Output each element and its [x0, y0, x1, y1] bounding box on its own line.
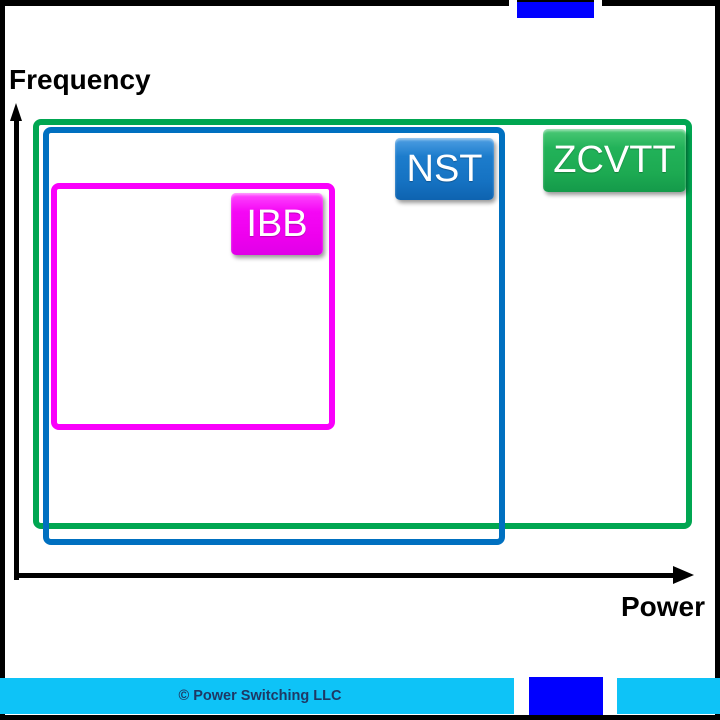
region-ibb-outline [51, 183, 335, 430]
footer-bar-gap-right [602, 678, 617, 714]
footer-accent-bar [529, 677, 603, 716]
x-axis-arrowhead-icon [673, 566, 694, 584]
tag-ibb: IBB [231, 193, 323, 255]
page-border-bottom [0, 715, 720, 720]
y-axis-arrowhead-icon [10, 103, 22, 121]
tag-zcvtt-label: ZCVTT [553, 139, 676, 181]
tag-nst: NST [395, 138, 494, 200]
region-zcvtt-outline [33, 119, 692, 529]
y-axis-line [14, 116, 19, 580]
tag-zcvtt: ZCVTT [543, 129, 686, 192]
power-axis-label: Power [620, 591, 705, 622]
footer-bar-gap-left [514, 678, 529, 714]
x-axis-line [14, 573, 674, 578]
top-accent-bar [517, 2, 594, 18]
frequency-axis-label: Frequency [9, 64, 151, 95]
footer-copyright: © Power Switching LLC [178, 688, 342, 704]
top-bar-gap-left [509, 0, 517, 6]
region-nst-outline [43, 127, 505, 545]
tag-nst-label: NST [406, 147, 483, 190]
tag-ibb-label: IBB [246, 202, 308, 245]
top-bar-gap-right [594, 0, 602, 6]
